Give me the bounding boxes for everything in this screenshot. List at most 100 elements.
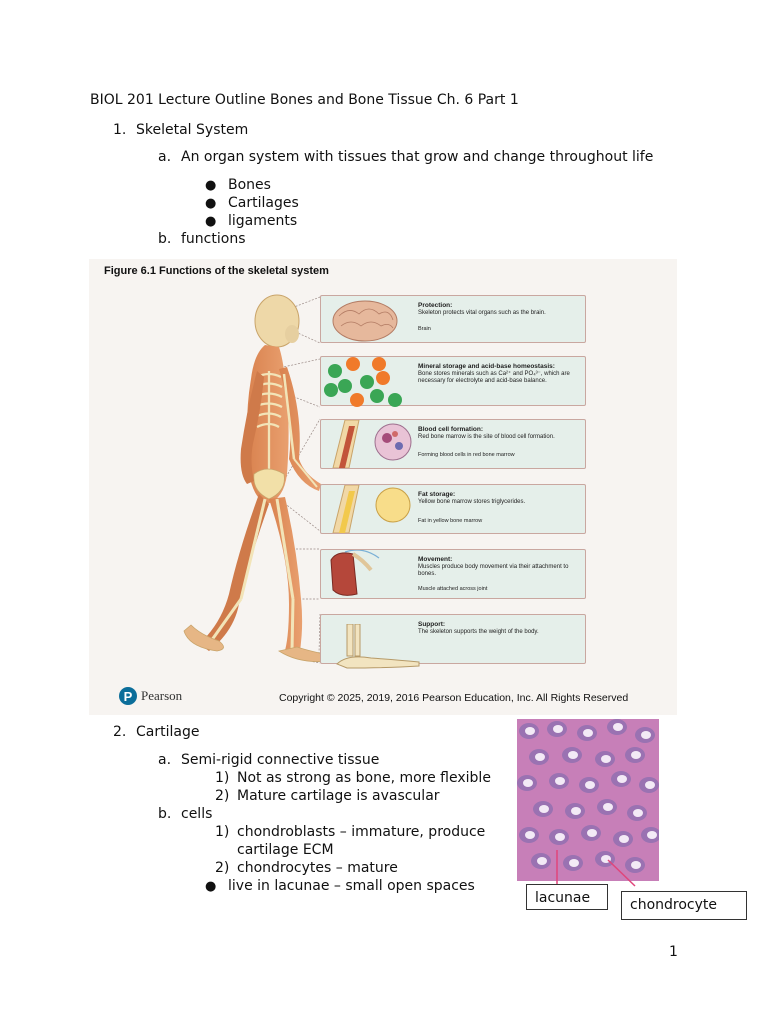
- section-2a-text: Semi-rigid connective tissue: [181, 752, 380, 768]
- bullet-item-cartilages: Cartilages: [228, 195, 299, 211]
- fat-marrow-icon: [332, 485, 411, 533]
- chondrocyte-shape: [535, 753, 545, 761]
- phosphate-ion-icon: [376, 371, 390, 385]
- chondrocyte-shape: [601, 755, 611, 763]
- panel-protection: Protection: Skeleton protects vital orga…: [320, 295, 586, 343]
- document-title: BIOL 201 Lecture Outline Bones and Bone …: [90, 92, 519, 108]
- panel-description: Muscles produce body movement via their …: [418, 564, 569, 577]
- phosphate-ion-icon: [372, 357, 386, 371]
- calcium-ion-icon: [370, 389, 384, 403]
- section-1-heading: Skeletal System: [136, 122, 249, 138]
- section-2-number: 2.: [113, 724, 127, 740]
- section-1a-text: An organ system with tissues that grow a…: [181, 149, 654, 165]
- chondrocyte-shape: [569, 859, 579, 867]
- chondrocyte-shape: [619, 835, 629, 843]
- section-1-number: 1.: [113, 122, 127, 138]
- muscle-joint-icon: [330, 550, 380, 596]
- cartilage-micrograph: [517, 719, 659, 881]
- panel-description: The skeleton supports the weight of the …: [418, 629, 539, 635]
- skeleton-illustration: [183, 294, 330, 664]
- panel-heading: Support:: [418, 621, 446, 628]
- figure-title: Figure 6.1 Functions of the skeletal sys…: [104, 265, 329, 277]
- copyright-notice: Copyright © 2025, 2019, 2016 Pearson Edu…: [279, 692, 629, 704]
- panel-caption: Brain: [418, 326, 431, 332]
- list-item: chondroblasts – immature, produce: [237, 824, 486, 840]
- bullet-item-bones: Bones: [228, 177, 271, 193]
- bone-marrow-icon: [332, 420, 412, 468]
- chondrocyte-shape: [555, 777, 565, 785]
- chondrocyte-shape: [617, 775, 627, 783]
- chondrocyte-shape: [631, 861, 641, 869]
- panel-description: Bone stores minerals such as Ca²⁺ and PO…: [418, 371, 570, 384]
- panel-fat-storage: Fat storage: Yellow bone marrow stores t…: [320, 484, 586, 534]
- panel-support: Support: The skeleton supports the weigh…: [320, 614, 586, 664]
- chondrocyte-shape: [539, 805, 549, 813]
- panel-caption: Fat in yellow bone marrow: [418, 518, 483, 524]
- panel-heading: Movement:: [418, 556, 453, 563]
- bullet-dot: ●: [205, 214, 217, 229]
- panel-description: Yellow bone marrow stores triglycerides.: [418, 499, 526, 505]
- bullet-dot: ●: [205, 196, 217, 211]
- bullet-dot: ●: [205, 879, 217, 894]
- chondrocyte-shape: [537, 857, 547, 865]
- list-marker: 1): [215, 824, 230, 840]
- page-number: 1: [669, 944, 678, 960]
- chondrocyte-shape: [568, 751, 578, 759]
- chondrocyte-shape: [587, 829, 597, 837]
- calcium-ion-icon: [338, 379, 352, 393]
- section-1a-marker: a.: [158, 149, 172, 165]
- chondrocyte-shape: [633, 809, 643, 817]
- bullet-item-lacunae: live in lacunae – small open spaces: [228, 878, 475, 894]
- panel-blood-cell-formation: Blood cell formation: Red bone marrow is…: [320, 419, 586, 469]
- skeletal-foot-icon: [336, 624, 420, 669]
- chondrocyte-shape: [583, 729, 593, 737]
- list-item-continued: cartilage ECM: [237, 842, 334, 858]
- label-pointer-lines: [556, 850, 636, 887]
- chondrocyte-shape: [631, 751, 641, 759]
- chondrocyte-shape: [525, 727, 535, 735]
- list-item: chondrocytes – mature: [237, 860, 398, 876]
- phosphate-ion-icon: [350, 393, 364, 407]
- chondrocyte-shape: [553, 725, 563, 733]
- brain-icon: [332, 300, 398, 342]
- chondrocyte-shape: [647, 831, 657, 839]
- figure-skeletal-functions: Figure 6.1 Functions of the skeletal sys…: [89, 259, 677, 715]
- section-2-heading: Cartilage: [136, 724, 200, 740]
- list-item: Mature cartilage is avascular: [237, 788, 440, 804]
- calcium-ion-icon: [324, 383, 338, 397]
- chondrocyte-shape: [555, 833, 565, 841]
- section-2b-text: cells: [181, 806, 213, 822]
- list-item: Not as strong as bone, more flexible: [237, 770, 491, 786]
- section-1b-marker: b.: [158, 231, 172, 247]
- phosphate-ion-icon: [346, 357, 360, 371]
- section-1b-text: functions: [181, 231, 246, 247]
- chondrocyte-shape: [603, 803, 613, 811]
- list-marker: 2): [215, 860, 230, 876]
- publisher-name: Pearson: [141, 688, 183, 703]
- label-chondrocyte: chondrocyte: [621, 891, 747, 920]
- panel-movement: Movement: Muscles produce body movement …: [320, 549, 586, 599]
- chondrocyte-shape: [571, 807, 581, 815]
- bullet-dot: ●: [205, 178, 217, 193]
- pearson-logo-mark: P: [119, 687, 137, 705]
- panel-heading: Fat storage:: [418, 491, 456, 498]
- calcium-ion-icon: [360, 375, 374, 389]
- calcium-ion-icon: [328, 364, 342, 378]
- panel-description: Red bone marrow is the site of blood cel…: [418, 434, 555, 440]
- publisher-logo: P Pearson: [119, 687, 182, 705]
- chondrocyte-shape: [523, 779, 533, 787]
- list-marker: 1): [215, 770, 230, 786]
- chondrocyte-shape: [613, 723, 623, 731]
- panel-description: Skeleton protects vital organs such as t…: [418, 310, 546, 316]
- chondrocyte-shape: [641, 731, 651, 739]
- chondrocyte-shape: [585, 781, 595, 789]
- list-marker: 2): [215, 788, 230, 804]
- panel-heading: Blood cell formation:: [418, 426, 483, 433]
- bullet-item-ligaments: ligaments: [228, 213, 298, 229]
- calcium-ion-icon: [388, 393, 402, 407]
- chondrocyte-shape: [525, 831, 535, 839]
- section-2b-marker: b.: [158, 806, 172, 822]
- panel-heading: Protection:: [418, 302, 453, 309]
- label-lacunae: lacunae: [526, 884, 608, 910]
- section-2a-marker: a.: [158, 752, 172, 768]
